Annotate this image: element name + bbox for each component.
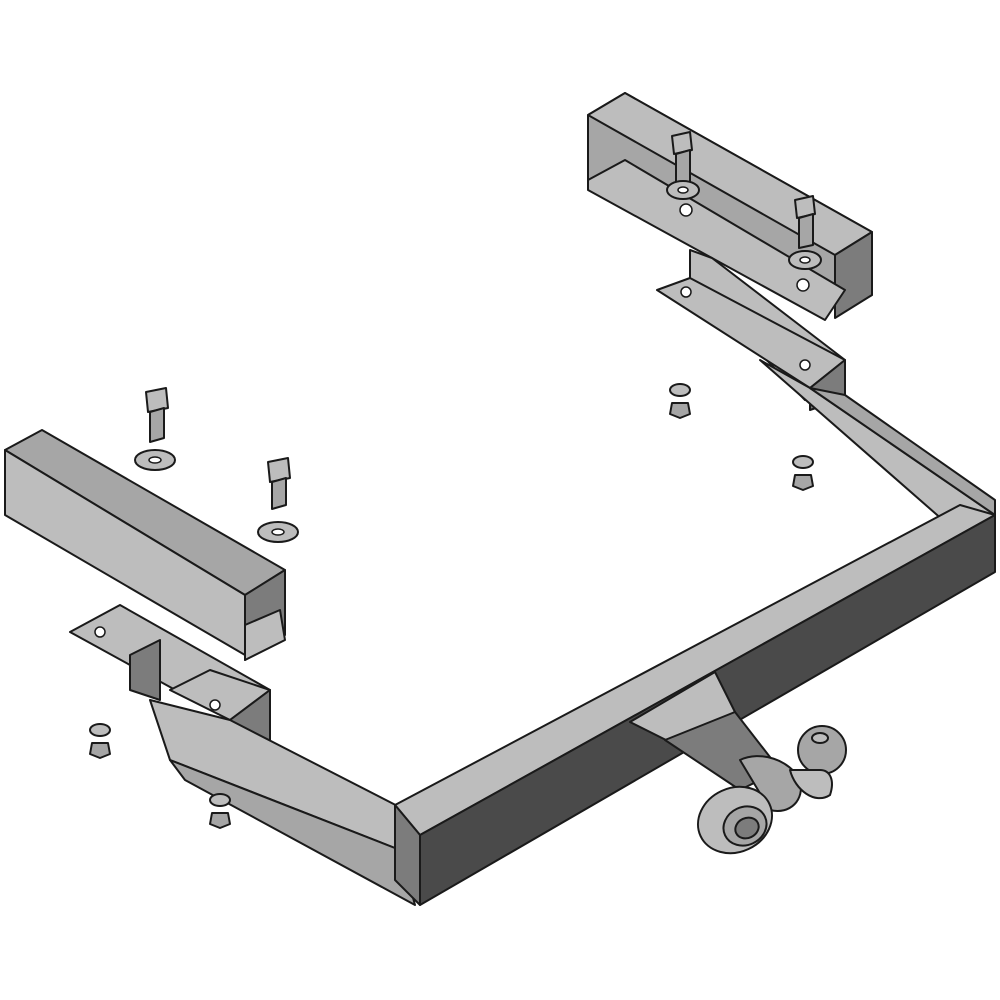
washer bbox=[257, 521, 299, 543]
bolt bbox=[794, 195, 816, 249]
washer bbox=[666, 180, 700, 200]
bolt bbox=[145, 387, 169, 443]
washers bbox=[134, 180, 822, 543]
nuts bbox=[89, 383, 814, 829]
left-side-arm bbox=[69, 604, 416, 906]
washer bbox=[788, 250, 822, 270]
ball-hitch bbox=[629, 671, 847, 812]
nut bbox=[209, 793, 231, 829]
nut bbox=[669, 383, 691, 419]
bolt bbox=[267, 457, 291, 510]
washer bbox=[134, 449, 176, 471]
socket-plate bbox=[697, 785, 773, 855]
right-side-arm bbox=[656, 249, 996, 536]
nut bbox=[792, 455, 814, 491]
bolts bbox=[145, 131, 816, 510]
left-mounting-bracket bbox=[4, 429, 286, 661]
nut bbox=[89, 723, 111, 759]
bolt bbox=[671, 131, 693, 189]
